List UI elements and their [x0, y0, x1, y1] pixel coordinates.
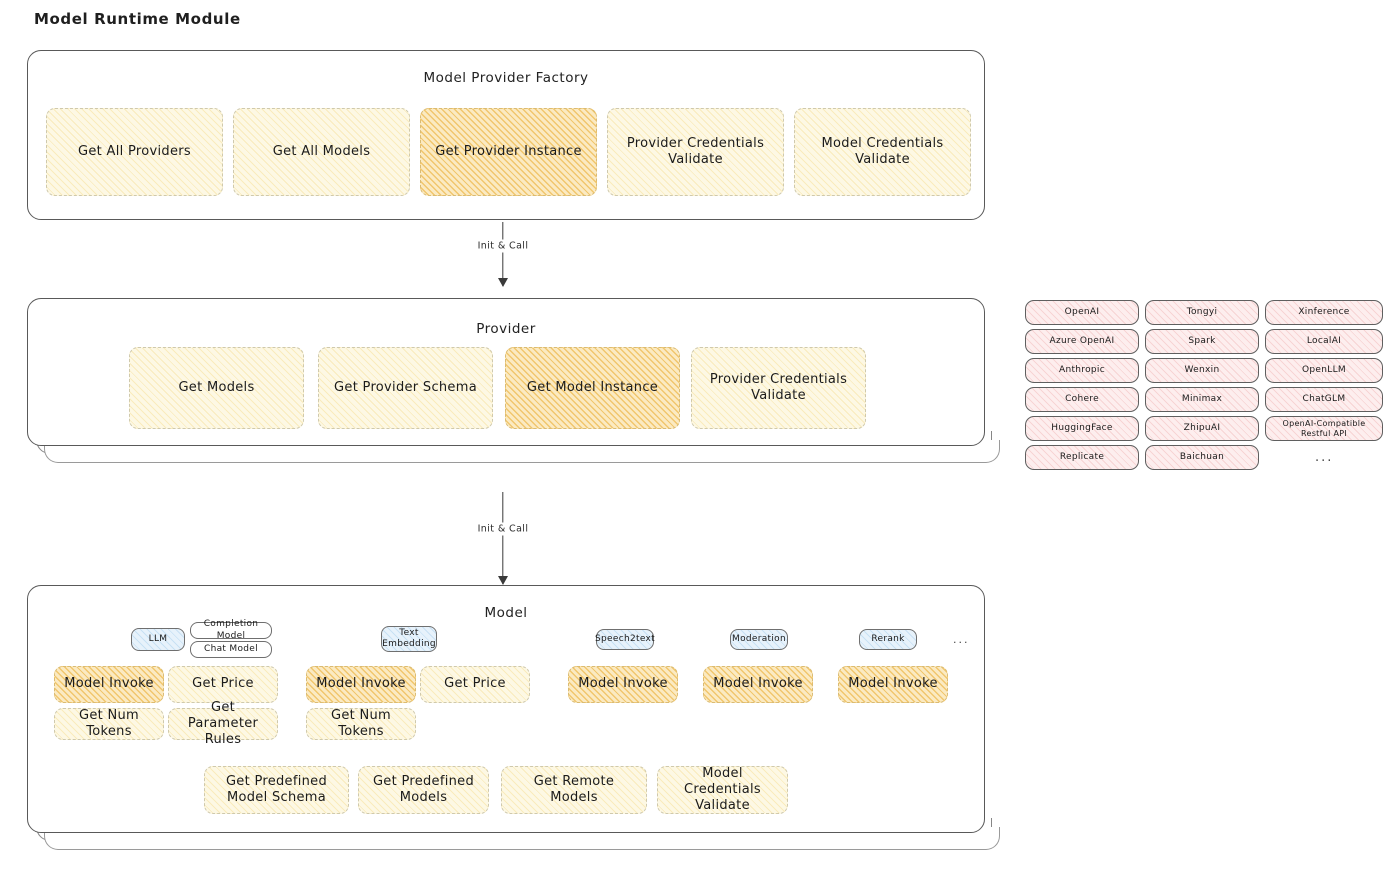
- provider-item-get-model-instance[interactable]: Get Model Instance: [505, 347, 680, 429]
- model-type-tag-text-embedding[interactable]: Text Embedding: [381, 626, 437, 652]
- provider-pill-azure-openai[interactable]: Azure OpenAI: [1025, 329, 1139, 354]
- provider-item-get-provider-schema[interactable]: Get Provider Schema: [318, 347, 493, 429]
- llm-method-model-invoke[interactable]: Model Invoke: [54, 666, 164, 703]
- model-subtag-chat-model[interactable]: Chat Model: [190, 641, 272, 658]
- model-common-model-credentials-validate[interactable]: Model Credentials Validate: [657, 766, 788, 814]
- provider-pill-cohere[interactable]: Cohere: [1025, 387, 1139, 412]
- provider-panel: Provider Get Models Get Provider Schema …: [27, 298, 1000, 463]
- provider-pill-zhipuai[interactable]: ZhipuAI: [1145, 416, 1259, 441]
- provider-pill-openai[interactable]: OpenAI: [1025, 300, 1139, 325]
- connector-provider-to-model: Init & Call: [472, 492, 534, 585]
- model-type-tag-moderation[interactable]: Moderation: [730, 629, 788, 650]
- moderation-method-model-invoke[interactable]: Model Invoke: [703, 666, 813, 703]
- llm-method-get-parameter-rules[interactable]: Get Parameter Rules: [168, 700, 278, 747]
- text-embedding-method-get-num-tokens[interactable]: Get Num Tokens: [306, 708, 416, 740]
- connector-factory-to-provider: Init & Call: [472, 222, 534, 287]
- provider-pill-minimax[interactable]: Minimax: [1145, 387, 1259, 412]
- arrow-head-icon: [498, 278, 508, 287]
- provider-pill-spark[interactable]: Spark: [1145, 329, 1259, 354]
- provider-list: OpenAI Azure OpenAI Anthropic Cohere Hug…: [1025, 300, 1385, 475]
- model-panel: Model LLM Completion Model Chat Model Mo…: [27, 585, 1000, 850]
- model-provider-factory-title: Model Provider Factory: [423, 70, 589, 86]
- model-type-tag-speech2text[interactable]: Speech2text: [595, 629, 655, 650]
- provider-item-provider-credentials-validate[interactable]: Provider Credentials Validate: [691, 347, 866, 429]
- provider-pill-huggingface[interactable]: HuggingFace: [1025, 416, 1139, 441]
- llm-method-get-num-tokens[interactable]: Get Num Tokens: [54, 708, 164, 740]
- provider-item-get-models[interactable]: Get Models: [129, 347, 304, 429]
- factory-item-get-all-models[interactable]: Get All Models: [233, 108, 410, 196]
- model-subtag-completion-model[interactable]: Completion Model: [190, 619, 272, 641]
- provider-pill-baichuan[interactable]: Baichuan: [1145, 445, 1259, 470]
- provider-pill-wenxin[interactable]: Wenxin: [1145, 358, 1259, 383]
- speech2text-method-model-invoke[interactable]: Model Invoke: [568, 666, 678, 703]
- text-embedding-method-model-invoke[interactable]: Model Invoke: [306, 666, 416, 703]
- provider-pill-tongyi[interactable]: Tongyi: [1145, 300, 1259, 325]
- page-title: Model Runtime Module: [34, 10, 241, 28]
- model-common-get-predefined-model-schema[interactable]: Get Predefined Model Schema: [204, 766, 349, 814]
- model-provider-factory-panel: Model Provider Factory Get All Providers…: [27, 50, 985, 220]
- model-common-get-predefined-models[interactable]: Get Predefined Models: [358, 766, 489, 814]
- model-types-more: ...: [953, 633, 970, 646]
- provider-pill-openllm[interactable]: OpenLLM: [1265, 358, 1383, 383]
- factory-item-model-credentials-validate[interactable]: Model Credentials Validate: [794, 108, 971, 196]
- text-embedding-method-get-price[interactable]: Get Price: [420, 666, 530, 703]
- llm-method-get-price[interactable]: Get Price: [168, 666, 278, 703]
- model-type-tag-llm[interactable]: LLM: [131, 628, 185, 651]
- provider-pill-anthropic[interactable]: Anthropic: [1025, 358, 1139, 383]
- connector-label: Init & Call: [472, 522, 534, 536]
- provider-list-more: ...: [1315, 450, 1334, 465]
- rerank-method-model-invoke[interactable]: Model Invoke: [838, 666, 948, 703]
- provider-pill-openai-compatible-restful-api[interactable]: OpenAI-Compatible Restful API: [1265, 416, 1383, 441]
- factory-item-get-all-providers[interactable]: Get All Providers: [46, 108, 223, 196]
- provider-pill-chatglm[interactable]: ChatGLM: [1265, 387, 1383, 412]
- model-common-get-remote-models[interactable]: Get Remote Models: [501, 766, 647, 814]
- provider-pill-replicate[interactable]: Replicate: [1025, 445, 1139, 470]
- connector-line: [502, 222, 504, 286]
- provider-pill-xinference[interactable]: Xinference: [1265, 300, 1383, 325]
- factory-item-provider-credentials-validate[interactable]: Provider Credentials Validate: [607, 108, 784, 196]
- arrow-head-icon: [498, 576, 508, 585]
- connector-line: [502, 492, 504, 584]
- model-title: Model: [484, 605, 528, 621]
- model-type-tag-rerank[interactable]: Rerank: [859, 629, 917, 650]
- provider-title: Provider: [476, 321, 536, 337]
- provider-pill-localai[interactable]: LocalAI: [1265, 329, 1383, 354]
- connector-label: Init & Call: [472, 239, 534, 253]
- factory-item-get-provider-instance[interactable]: Get Provider Instance: [420, 108, 597, 196]
